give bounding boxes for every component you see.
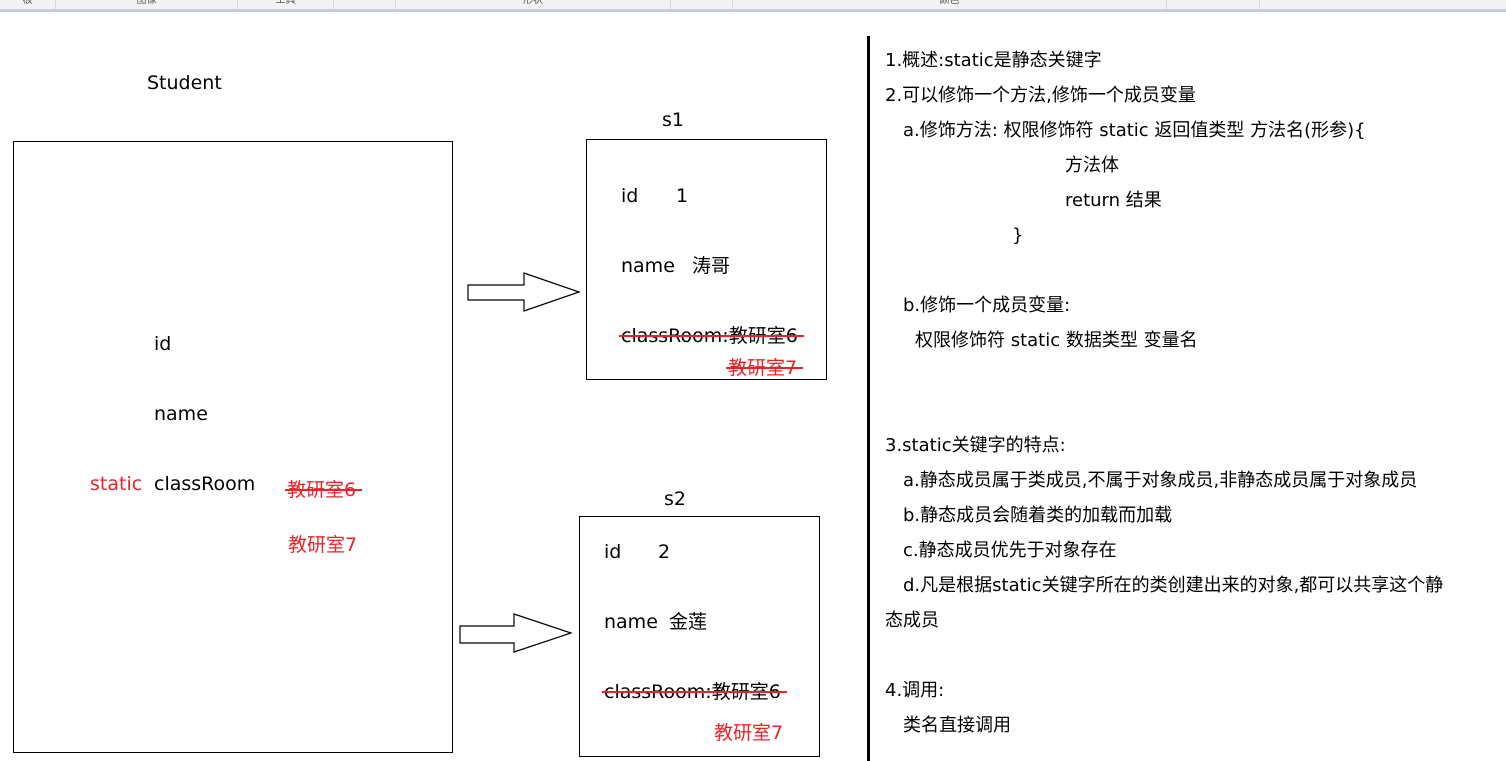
notes-line-16: 类名直接调用 [903, 715, 1011, 736]
ribbon-group[interactable]: 形状 [396, 0, 671, 9]
class-classroom-new-value: 教研室7 [288, 534, 358, 556]
ribbon-group-label: 形状 [523, 0, 543, 6]
ribbon-group[interactable]: 图像 [56, 0, 238, 9]
class-box [13, 141, 453, 753]
notes-line-13: d.凡是根据static关键字所在的类创建出来的对象,都可以共享这个静 [903, 575, 1444, 596]
s1-classroom-new-value: 教研室7 [728, 357, 798, 379]
ribbon-group[interactable]: 板 [0, 0, 56, 9]
notes-line-7: b.修饰一个成员变量: [903, 295, 1071, 316]
notes-line-8: 权限修饰符 static 数据类型 变量名 [915, 330, 1198, 351]
notes-line-5: return 结果 [1065, 190, 1162, 211]
object-s2-box [579, 516, 820, 757]
ribbon-group[interactable] [671, 0, 733, 9]
s2-classroom-old: classRoom:教研室6 [604, 680, 781, 704]
notes-line-10: a.静态成员属于类成员,不属于对象成员,非静态成员属于对象成员 [903, 470, 1418, 491]
ribbon-group[interactable] [334, 0, 396, 9]
s2-id-label: id [604, 541, 622, 563]
s2-id-value: 2 [658, 541, 671, 563]
notes-line-15: 4.调用: [885, 680, 945, 701]
s1-classroom-prefix: classRoom: [621, 325, 729, 347]
ribbon-group-label: 板 [22, 0, 33, 6]
class-classroom-old-value: 教研室6 [287, 479, 357, 501]
object-s2-label: s2 [664, 488, 686, 510]
ribbon-group-label: 工具 [275, 0, 296, 6]
notes-line-4: 方法体 [1065, 155, 1119, 176]
s1-id-label: id [621, 185, 639, 207]
s2-name-value: 金莲 [669, 611, 708, 633]
notes-line-1: 1.概述:static是静态关键字 [885, 50, 1102, 71]
s2-classroom-prefix: classRoom: [604, 681, 712, 703]
vertical-divider [867, 36, 870, 761]
notes-line-2: 2.可以修饰一个方法,修饰一个成员变量 [885, 85, 1196, 106]
s1-classroom-old-value: 教研室6 [728, 325, 798, 347]
ribbon-group[interactable]: 工具 [238, 0, 334, 9]
notes-line-6: } [1012, 225, 1024, 246]
s1-id-value: 1 [676, 185, 689, 207]
notes-line-12: c.静态成员优先于对象存在 [903, 540, 1117, 561]
class-title: Student [147, 72, 222, 94]
s2-name-label: name [604, 611, 658, 633]
s2-classroom-old-value: 教研室6 [711, 681, 781, 703]
notes-line-14: 态成员 [885, 610, 939, 631]
static-keyword-label: static [90, 473, 143, 495]
ribbon-toolbar: 板 图像 工具 形状 颜色 [0, 0, 1506, 12]
class-field-name: name [154, 403, 208, 425]
s1-classroom-old: classRoom:教研室6 [621, 324, 798, 348]
notes-line-11: b.静态成员会随着类的加载而加载 [903, 505, 1173, 526]
notes-line-3: a.修饰方法: 权限修饰符 static 返回值类型 方法名(形参){ [903, 120, 1366, 141]
ribbon-group-label: 颜色 [939, 0, 960, 6]
notes-line-9: 3.static关键字的特点: [885, 435, 1066, 456]
ribbon-group[interactable] [1167, 0, 1260, 9]
class-field-id: id [154, 333, 172, 355]
class-field-classroom: classRoom [154, 473, 256, 495]
ribbon-group-label: 图像 [136, 0, 157, 6]
s2-classroom-new-value: 教研室7 [714, 722, 784, 744]
arrow-to-s1 [467, 272, 581, 312]
ribbon-group[interactable]: 颜色 [733, 0, 1167, 9]
arrow-to-s2 [459, 613, 573, 653]
s1-name-label: name [621, 255, 675, 277]
object-s1-label: s1 [662, 109, 684, 131]
s1-name-value: 涛哥 [692, 255, 731, 277]
